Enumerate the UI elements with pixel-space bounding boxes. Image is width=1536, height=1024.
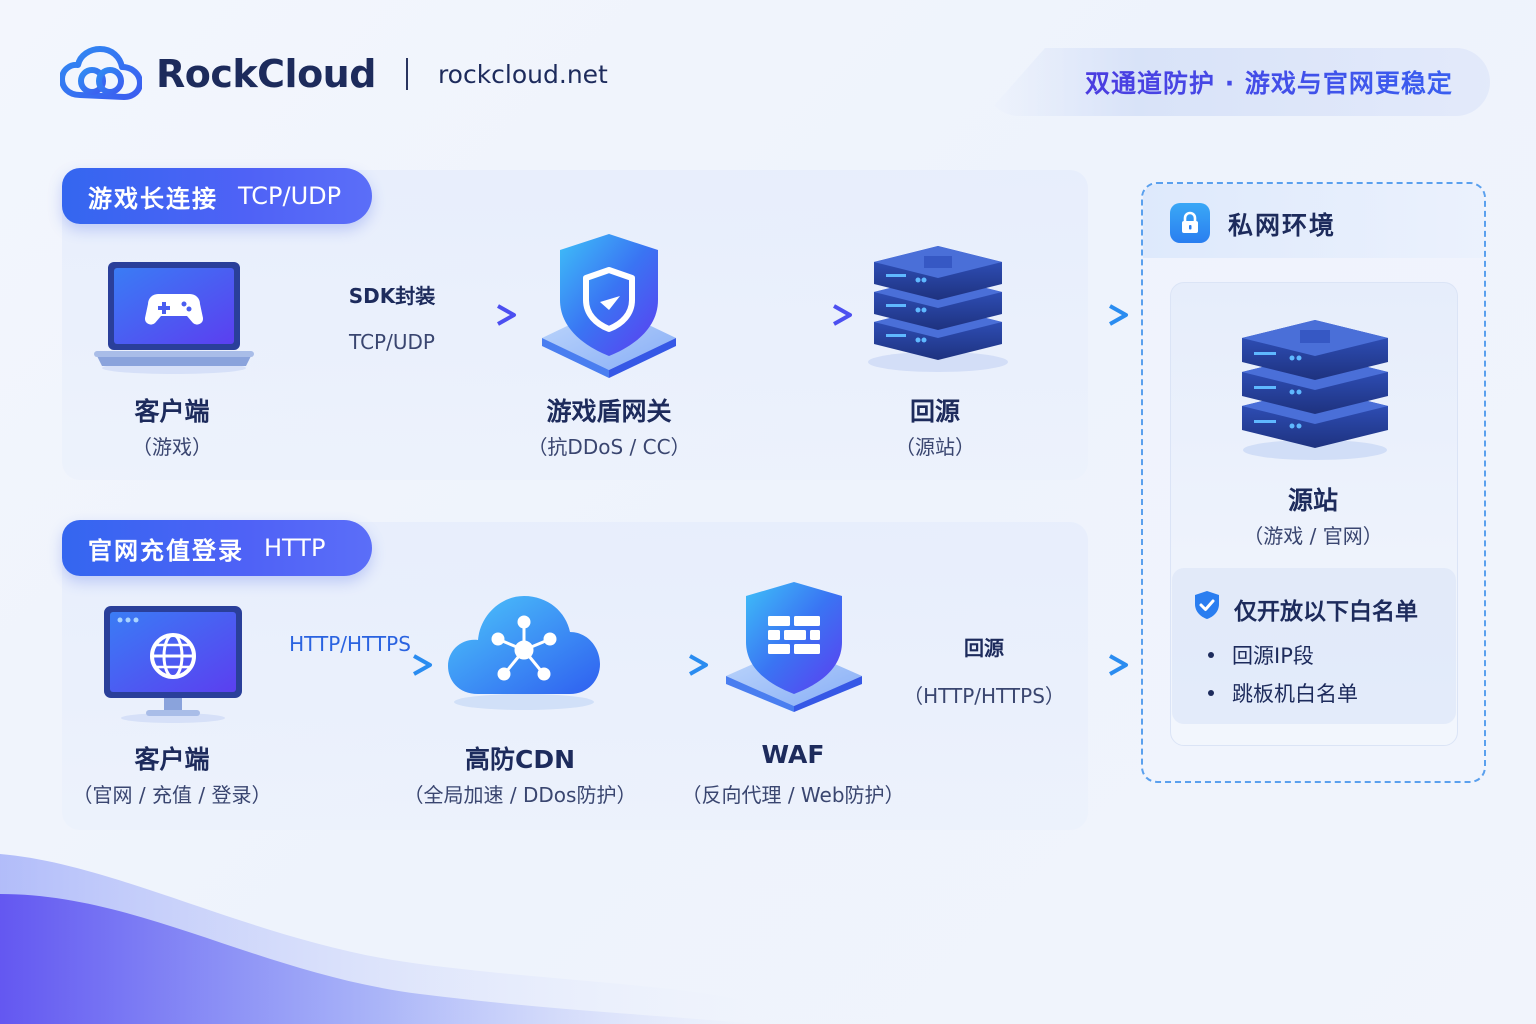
node-subtitle: （反向代理 / Web防护） [681, 783, 905, 807]
origin-subtitle: （游戏 / 官网） [1243, 524, 1383, 548]
arrow-cdn-to-waf [618, 654, 708, 676]
whitelist-item-text: 跳板机白名单 [1232, 682, 1358, 706]
shield-check-icon [1195, 591, 1219, 619]
node-title: 回源 [909, 397, 961, 426]
channel-protocol: TCP/UDP [238, 182, 342, 210]
origin-server-icon [1242, 320, 1388, 460]
node-title: 游戏盾网关 [546, 397, 672, 426]
arrow-origin-to-private [1020, 304, 1128, 326]
bullet-icon [1208, 690, 1214, 696]
laptop-gamepad-icon [94, 262, 254, 374]
arrow-client-to-cdn [280, 654, 432, 676]
private-network-title: 私网环境 [1228, 211, 1337, 240]
bullet-icon [1208, 652, 1214, 658]
channel-protocol: HTTP [264, 534, 326, 562]
header-divider [405, 58, 408, 90]
channel-label: 官网充值登录 [88, 536, 244, 565]
whitelist-panel [1172, 568, 1456, 724]
tagline-band [985, 48, 1490, 116]
arrow-client-to-gateway [280, 304, 516, 326]
whitelist-item: 回源IP段 [1208, 640, 1314, 670]
edge-label: 回源 [964, 636, 1004, 660]
whitelist-item: 跳板机白名单 [1208, 678, 1358, 708]
arrow-waf-to-private [884, 654, 1128, 676]
edge-sublabel: TCP/UDP [349, 330, 435, 354]
server-stack-icon [868, 246, 1008, 372]
cloud-network-icon [448, 596, 600, 710]
node-subtitle: （抗DDoS / CC） [527, 435, 691, 459]
node-subtitle: （全局加速 / DDos防护） [403, 783, 637, 807]
domain-text: rockcloud.net [437, 59, 608, 89]
node-title: WAF [761, 740, 825, 769]
lock-icon [1170, 203, 1210, 243]
origin-title: 源站 [1287, 486, 1339, 515]
arrow-gateway-to-origin [706, 304, 852, 326]
rockcloud-logo-icon [60, 46, 142, 100]
edge-sublabel: （HTTP/HTTPS） [903, 684, 1065, 708]
channel-label: 游戏长连接 [88, 184, 218, 213]
monitor-globe-icon [104, 606, 242, 723]
background-wave [0, 854, 760, 1024]
game-channel-pill: 游戏长连接 TCP/UDP [62, 168, 372, 224]
web-channel-pill: 官网充值登录 HTTP [62, 520, 372, 576]
firewall-shield-icon [726, 582, 862, 712]
whitelist-item-text: 回源IP段 [1232, 644, 1314, 668]
whitelist-title: 仅开放以下白名单 [1234, 599, 1418, 625]
tagline: 双通道防护 · 游戏与官网更稳定 [1085, 64, 1453, 100]
node-title: 客户端 [134, 397, 210, 426]
header: RockCloud rockcloud.net [60, 42, 608, 106]
node-subtitle: （游戏） [132, 435, 212, 459]
node-title: 客户端 [134, 745, 210, 774]
shield-gateway-icon [542, 234, 676, 378]
node-title: 高防CDN [464, 745, 576, 774]
node-subtitle: （官网 / 充值 / 登录） [72, 783, 272, 807]
node-subtitle: （源站） [895, 435, 975, 459]
brand-name: RockCloud [156, 52, 376, 96]
edge-label: HTTP/HTTPS [289, 632, 411, 656]
edge-label: SDK封装 [348, 284, 436, 308]
